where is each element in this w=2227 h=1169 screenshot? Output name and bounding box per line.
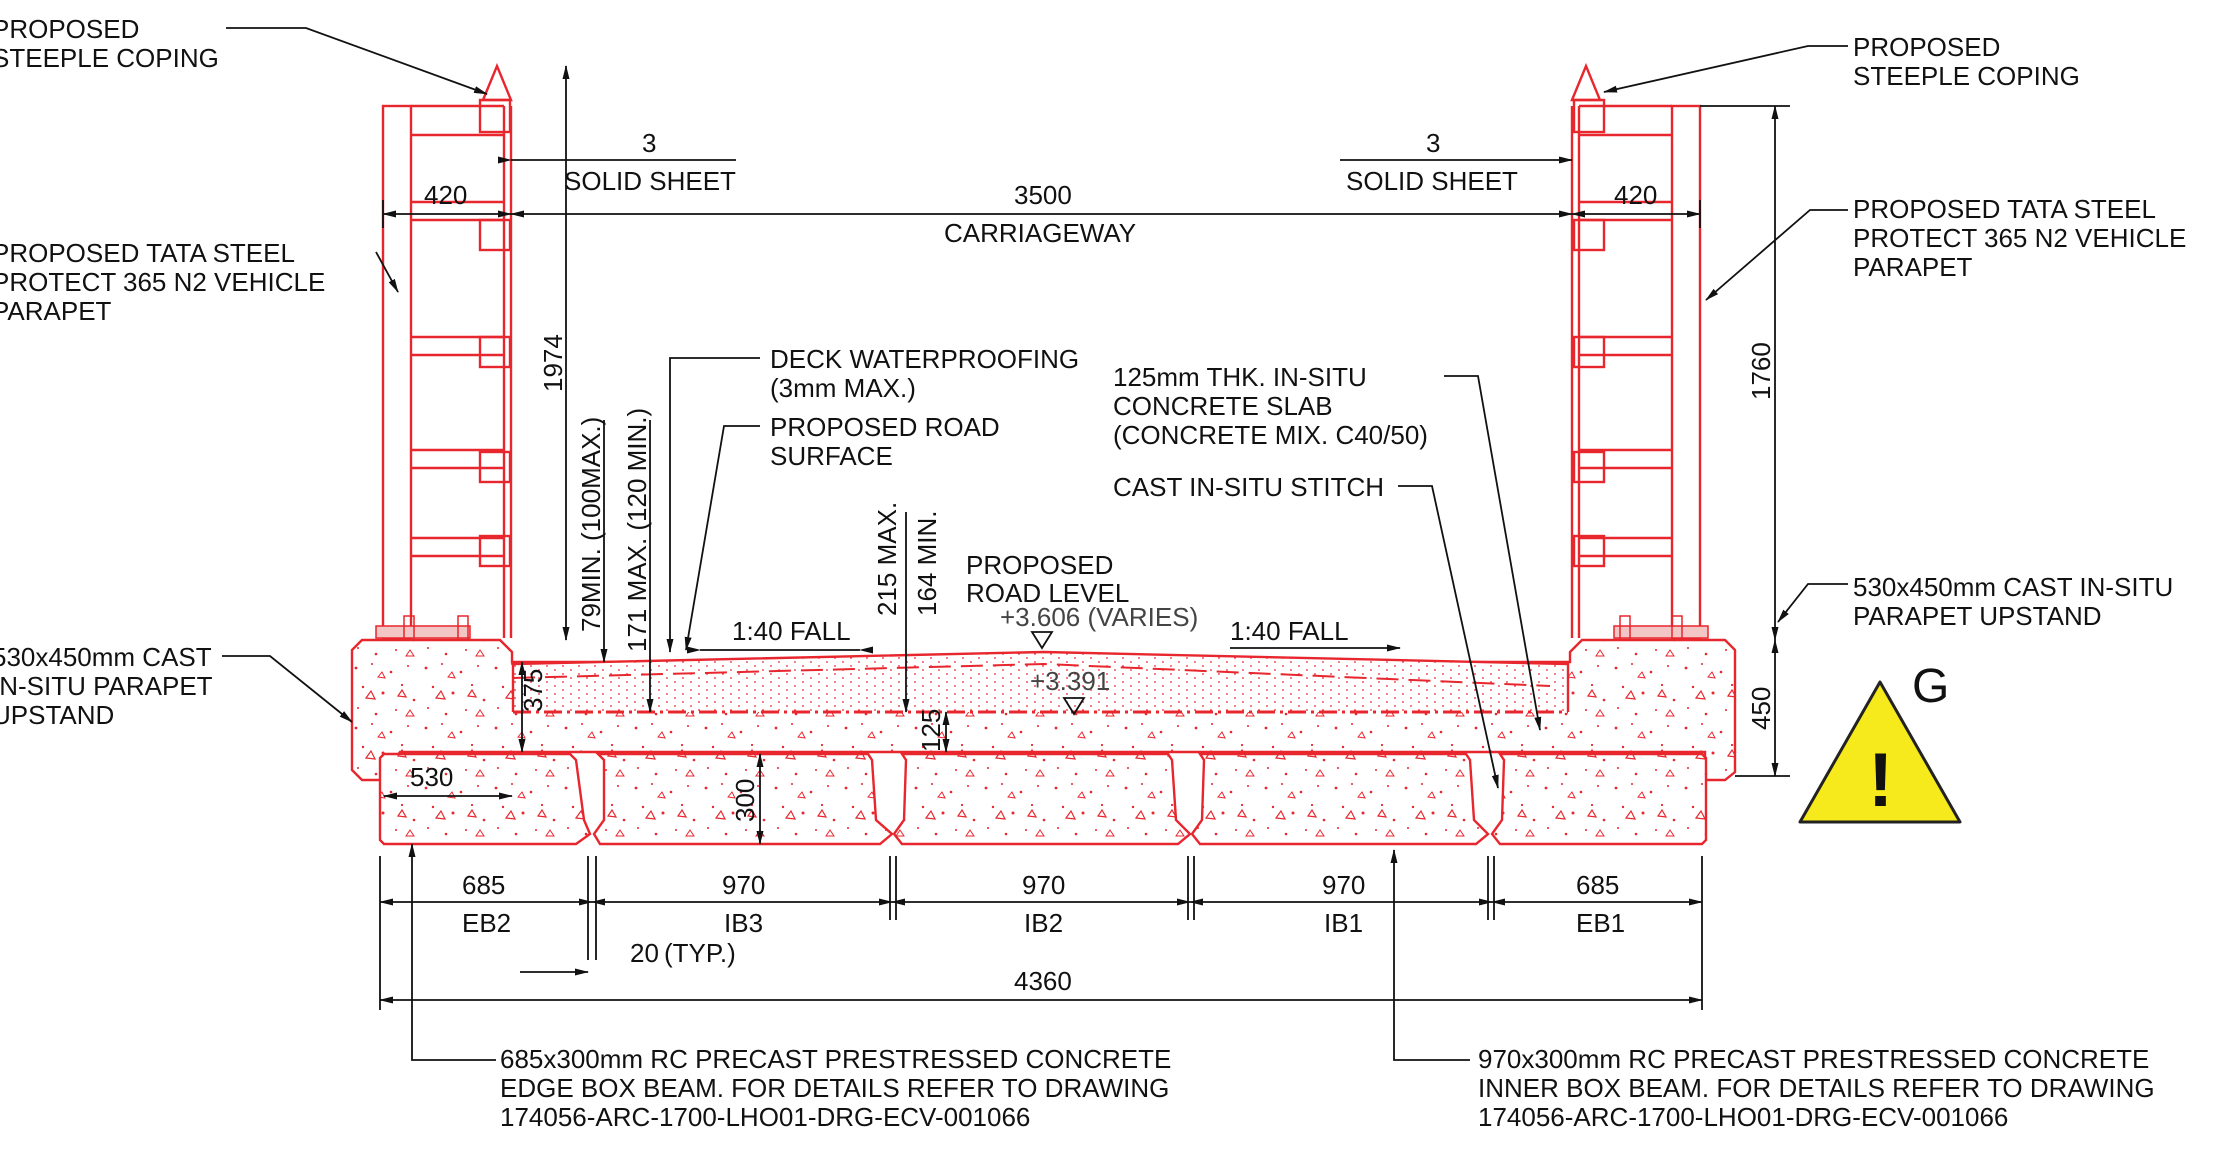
- beam-width-ib2: 970: [1022, 870, 1065, 900]
- upstand-left-line3: UPSTAND: [0, 700, 114, 730]
- solid-sheet-right-value: 3: [1426, 128, 1440, 158]
- carriageway-label: CARRIAGEWAY: [944, 218, 1136, 248]
- min-79: 79MIN. (100MAX.): [576, 417, 606, 632]
- solid-sheet-left-value: 3: [642, 128, 656, 158]
- beam-width-eb2: 685: [462, 870, 505, 900]
- total-4360: 4360: [1014, 966, 1072, 996]
- beam-mark-eb1: EB1: [1576, 908, 1625, 938]
- gap-20: 20: [630, 938, 659, 968]
- surfacing-layer: [511, 650, 1570, 714]
- fall-right: 1:40 FALL: [1230, 616, 1349, 646]
- slab-line2: CONCRETE SLAB: [1113, 391, 1333, 421]
- beam-width-ib3: 970: [722, 870, 765, 900]
- annotation-text: PROPOSED STEEPLE COPING PROPOSED STEEPLE…: [0, 14, 2186, 1132]
- parapet-width-left: 420: [424, 180, 467, 210]
- dimension-lines: [379, 65, 1790, 1010]
- slab-line3: (CONCRETE MIX. C40/50): [1113, 420, 1428, 450]
- slab-125: 125: [916, 709, 946, 752]
- fall-left: 1:40 FALL: [732, 616, 851, 646]
- dimension-text: 3 SOLID SHEET 3 SOLID SHEET 420 420 3500…: [410, 128, 1776, 996]
- beam-mark-ib1: IB1: [1324, 908, 1363, 938]
- right-parapet: [1570, 62, 1709, 647]
- solid-sheet-left-label: SOLID SHEET: [564, 166, 736, 196]
- inner-beam-note-line2: INNER BOX BEAM. FOR DETAILS REFER TO DRA…: [1478, 1073, 2155, 1103]
- upstand-450: 450: [1746, 687, 1776, 730]
- gap-typ: (TYP.): [664, 938, 736, 968]
- road-surface-line2: SURFACE: [770, 441, 893, 471]
- steeple-right-line1: PROPOSED: [1853, 32, 2000, 62]
- beam-300: 300: [730, 779, 760, 822]
- parapet-right-line2: PROTECT 365 N2 VEHICLE: [1853, 223, 2186, 253]
- road-level-line1: PROPOSED: [966, 550, 1113, 580]
- upstand-right-line2: PARAPET UPSTAND: [1853, 601, 2102, 631]
- beam-mark-ib3: IB3: [724, 908, 763, 938]
- parapet-width-right: 420: [1614, 180, 1657, 210]
- parapet-left-line3: PARAPET: [0, 296, 112, 326]
- beam-width-eb1: 685: [1576, 870, 1619, 900]
- upstand-530: 530: [410, 762, 453, 792]
- solid-sheet-right-label: SOLID SHEET: [1346, 166, 1518, 196]
- warning-letter: G: [1912, 660, 1949, 713]
- min-164: 164 MIN.: [912, 511, 942, 617]
- inner-beam-note-line1: 970x300mm RC PRECAST PRESTRESSED CONCRET…: [1478, 1044, 2149, 1074]
- precast-beams: [378, 752, 1708, 846]
- warning-marker: ! G: [1798, 660, 1962, 824]
- waterproofing-line1: DECK WATERPROOFING: [770, 344, 1079, 374]
- stitch-label: CAST IN-SITU STITCH: [1113, 472, 1384, 502]
- road-surface-line1: PROPOSED ROAD: [770, 412, 1000, 442]
- edge-beam-note-line1: 685x300mm RC PRECAST PRESTRESSED CONCRET…: [500, 1044, 1171, 1074]
- steeple-left-line2: STEEPLE COPING: [0, 43, 219, 73]
- leader-lines: [222, 27, 1848, 1061]
- steeple-left-line1: PROPOSED: [0, 14, 139, 44]
- edge-beam-note-line3: 174056-ARC-1700-LHO01-DRG-ECV-001066: [500, 1102, 1030, 1132]
- warning-symbol: !: [1868, 738, 1893, 823]
- beam-width-ib1: 970: [1322, 870, 1365, 900]
- soffit-level-value: +3.391: [1030, 666, 1110, 696]
- upstand-left-line1: 530x450mm CAST: [0, 642, 212, 672]
- waterproofing-line2: (3mm MAX.): [770, 373, 916, 403]
- beam-mark-ib2: IB2: [1024, 908, 1063, 938]
- beam-mark-eb2: EB2: [462, 908, 511, 938]
- depth-375: 375: [518, 669, 548, 712]
- parapet-left-line1: PROPOSED TATA STEEL: [0, 238, 295, 268]
- upstand-left-line2: IN-SITU PARAPET: [0, 671, 213, 701]
- parapet-right-line1: PROPOSED TATA STEEL: [1853, 194, 2156, 224]
- parapet-right-line3: PARAPET: [1853, 252, 1973, 282]
- steeple-right-line2: STEEPLE COPING: [1853, 61, 2080, 91]
- max-171: 171 MAX. (120 MIN.): [622, 408, 652, 652]
- upstand-right-line1: 530x450mm CAST IN-SITU: [1853, 572, 2173, 602]
- carriageway-value: 3500: [1014, 180, 1072, 210]
- road-level-line2: ROAD LEVEL: [966, 578, 1129, 608]
- slab-line1: 125mm THK. IN-SITU: [1113, 362, 1367, 392]
- max-215: 215 MAX.: [872, 502, 902, 616]
- height-1760: 1760: [1746, 342, 1776, 400]
- warning-triangle-icon: !: [1798, 680, 1962, 824]
- inner-beam-note-line3: 174056-ARC-1700-LHO01-DRG-ECV-001066: [1478, 1102, 2008, 1132]
- parapet-left-line2: PROTECT 365 N2 VEHICLE: [0, 267, 325, 297]
- left-parapet: [375, 62, 513, 647]
- height-1974: 1974: [538, 334, 568, 392]
- edge-beam-note-line2: EDGE BOX BEAM. FOR DETAILS REFER TO DRAW…: [500, 1073, 1169, 1103]
- road-level-value: +3.606 (VARIES): [1000, 602, 1198, 632]
